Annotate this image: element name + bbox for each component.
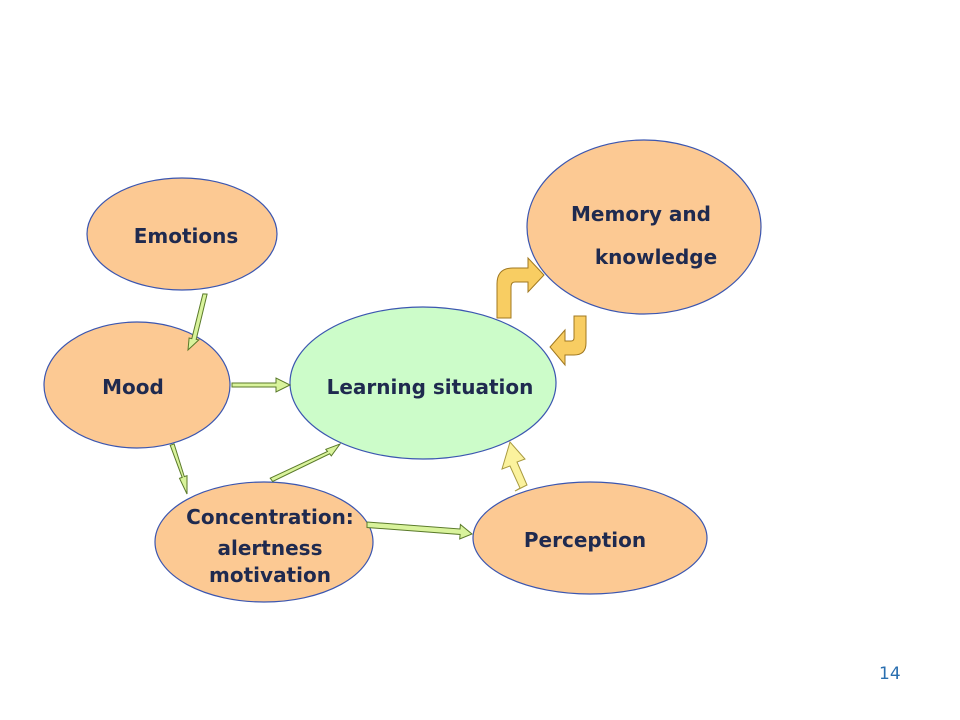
perception-label: Perception (523, 528, 647, 552)
mood-node (43, 321, 231, 449)
learning-situation-label: Learning situation (326, 375, 534, 399)
arrow-perception-to-learning (501, 440, 528, 492)
emotions-label: Emotions (133, 224, 239, 248)
page-number: 14 (879, 664, 901, 684)
concentration-label-line3: motivation (209, 563, 331, 587)
mood-label: Mood (102, 375, 164, 399)
arrow-concentration-to-perception (366, 521, 473, 540)
learning-situation-node (289, 306, 557, 460)
arrow-concentration-to-learning (269, 442, 342, 483)
arrow-emotions-to-mood (187, 293, 208, 352)
arrow-mood-to-learning (231, 377, 292, 393)
perception-node (472, 481, 708, 595)
emotions-node (86, 177, 278, 291)
memory-label-line2: knowledge (594, 245, 718, 269)
memory-knowledge-node (526, 139, 762, 315)
memory-label-line1: Memory and (571, 202, 711, 226)
concentration-node (154, 481, 374, 603)
arrow-memory-to-learning (549, 315, 587, 367)
concentration-label-line2: alertness (217, 536, 323, 560)
arrow-learning-to-memory (496, 256, 545, 319)
concentration-label-line1: Concentration: (186, 505, 354, 529)
arrow-mood-to-concentration (169, 443, 188, 495)
